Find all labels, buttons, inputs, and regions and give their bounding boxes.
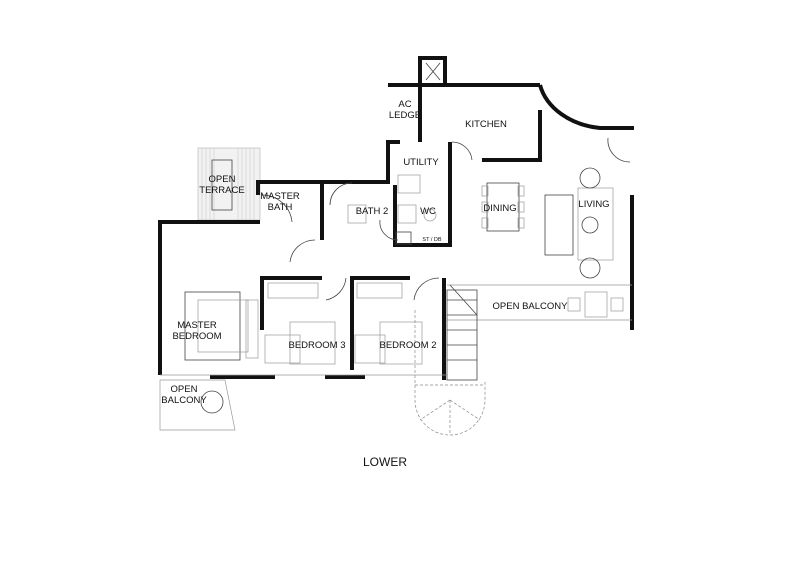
label-kitchen: KITCHEN (465, 119, 507, 130)
label-utility: UTILITY (403, 157, 439, 168)
furniture (184, 167, 624, 414)
label-bath-2: BATH 2 (356, 206, 389, 217)
label-dining: DINING (483, 203, 516, 214)
door-swings (261, 137, 631, 301)
walls (158, 56, 634, 380)
plan-title: LOWER (363, 455, 407, 469)
label-bedroom-3: BEDROOM 3 (288, 340, 345, 351)
open-terrace-decking (197, 147, 261, 221)
label-open-balcony-right: OPEN BALCONY (493, 301, 569, 312)
label-st-db: ST / DB (422, 237, 441, 243)
label-wc: WC (420, 206, 436, 217)
label-bedroom-2: BEDROOM 2 (379, 340, 436, 351)
staircase (414, 284, 486, 436)
label-living: LIVING (578, 199, 609, 210)
open-balcony-left-outline (159, 379, 236, 431)
